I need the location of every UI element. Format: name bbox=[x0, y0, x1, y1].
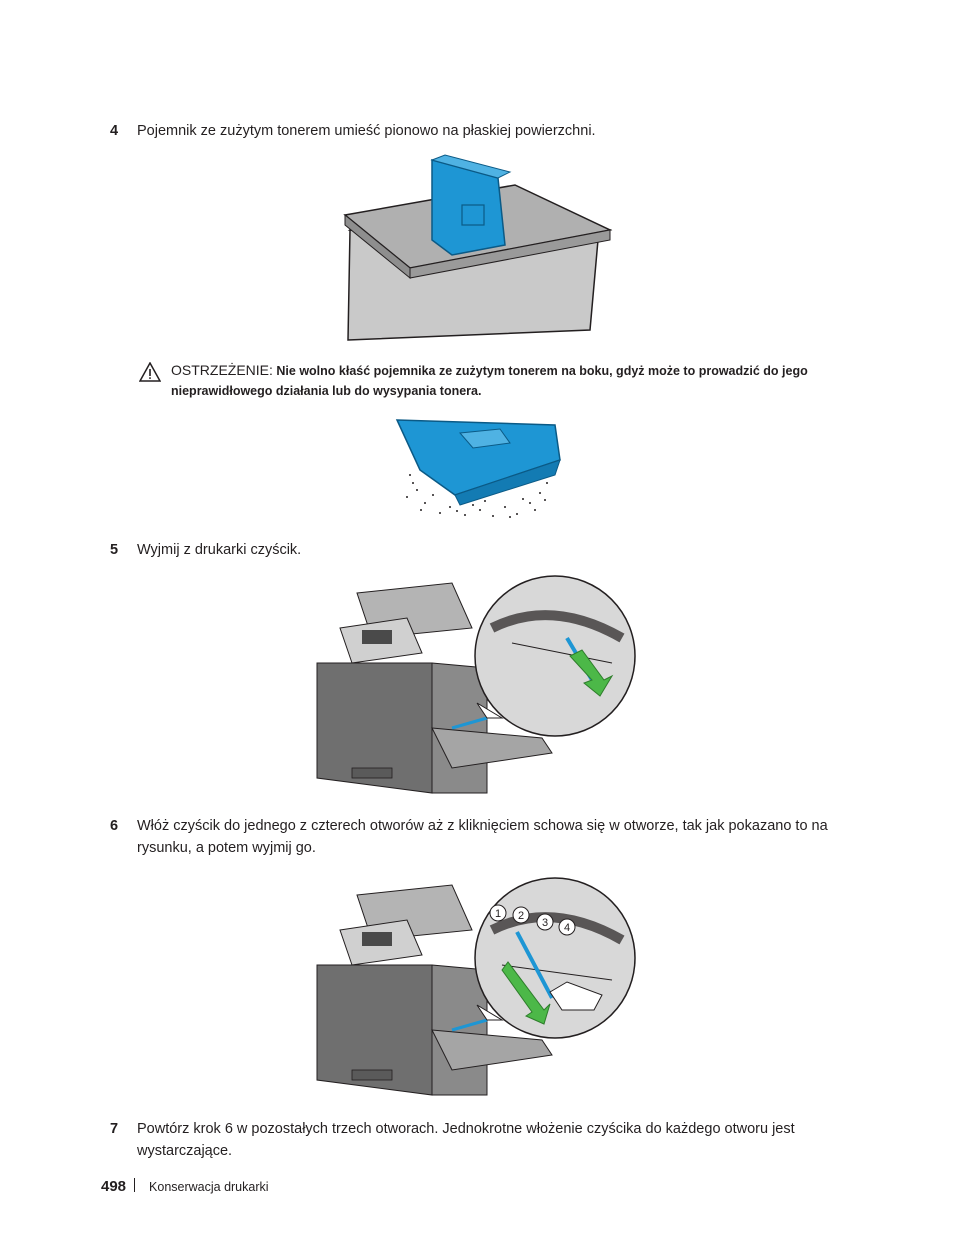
hole-label-1: 1 bbox=[495, 908, 501, 920]
step-number: 4 bbox=[110, 123, 119, 139]
figure-printer-remove-cleaner bbox=[316, 575, 636, 794]
warning-text: OSTRZEŻENIE: Nie wolno kłaść pojemnika z… bbox=[171, 360, 861, 401]
hole-label-4: 4 bbox=[564, 922, 570, 934]
step-text: Włóż czyścik do jednego z czterech otwor… bbox=[137, 818, 828, 856]
step-text: Powtórz krok 6 w pozostałych trzech otwo… bbox=[137, 1121, 795, 1159]
warning-triangle-icon bbox=[139, 362, 161, 382]
figure-toner-upright bbox=[343, 154, 613, 341]
figure-printer-insert-cleaner: 1 2 3 4 bbox=[316, 877, 636, 1096]
step-number: 7 bbox=[110, 1121, 119, 1137]
hole-label-2: 2 bbox=[518, 910, 524, 922]
hole-label-3: 3 bbox=[542, 917, 548, 929]
figure-toner-spilling bbox=[395, 419, 561, 518]
warning-label: OSTRZEŻENIE: bbox=[171, 362, 273, 378]
step-text: Wyjmij z drukarki czyścik. bbox=[137, 542, 302, 558]
footer-separator bbox=[134, 1178, 136, 1192]
step-text: Pojemnik ze zużytym tonerem umieść piono… bbox=[137, 123, 596, 139]
chapter-title: Konserwacja drukarki bbox=[149, 1180, 269, 1194]
warning-body: Nie wolno kłaść pojemnika ze zużytym ton… bbox=[171, 364, 808, 398]
page-footer: 498 Konserwacja drukarki bbox=[101, 1178, 269, 1195]
step-number: 6 bbox=[110, 818, 119, 834]
step-number: 5 bbox=[110, 542, 119, 558]
page-number: 498 bbox=[101, 1178, 127, 1195]
